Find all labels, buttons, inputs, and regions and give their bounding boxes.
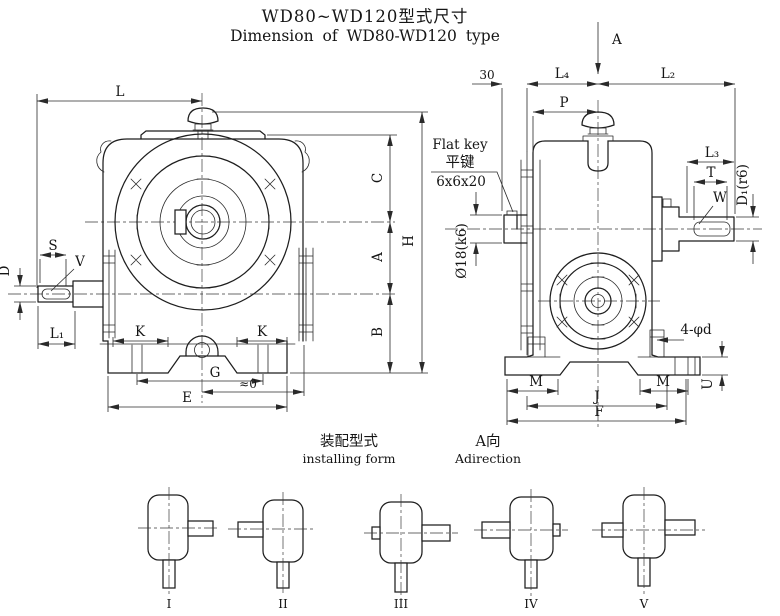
form-5: V xyxy=(592,487,705,611)
form-4-label: IV xyxy=(524,597,538,611)
dim-label-30: 30 xyxy=(479,68,494,82)
flat-key-size: 6x6x20 xyxy=(436,174,486,190)
output-keyway xyxy=(693,221,731,237)
breather-cap-front xyxy=(187,107,219,140)
form-2-label: II xyxy=(278,597,288,611)
dim-label-p: P xyxy=(559,95,568,111)
dim-label-v: V xyxy=(74,254,85,270)
dim-label-w: W xyxy=(713,190,727,206)
caption-view-a-zh: A向 xyxy=(475,433,501,450)
dim-label-c: C xyxy=(370,173,386,183)
installing-forms: I II III IV xyxy=(138,487,705,611)
front-input-shaft xyxy=(37,280,104,308)
front-base xyxy=(99,335,296,374)
dim-label-d1: D₁(r6) xyxy=(735,164,751,206)
input-shaft-dia-dim: Ø18(k6) xyxy=(454,192,502,279)
side-housing xyxy=(520,111,653,356)
form-4: IV xyxy=(474,489,568,611)
dim-label-k-right: K xyxy=(257,324,268,340)
caption-installing-en: installing form xyxy=(303,451,396,466)
title-line-en: Dimension of WD80-WD120 type xyxy=(230,27,500,45)
form-3-label: III xyxy=(394,597,408,611)
front-view: L S V D L₁ K K G ≈0 xyxy=(0,84,428,412)
front-left-cover xyxy=(102,249,116,339)
dim-label-input-dia: Ø18(k6) xyxy=(454,223,470,279)
dim-label-h: H xyxy=(401,235,417,247)
drawing-title: WD80~WD120型式尺寸 Dimension of WD80-WD120 t… xyxy=(230,7,500,45)
view-a-arrow-label: A xyxy=(611,32,622,48)
flat-key-callout: Flat key 平键 6x6x20 xyxy=(431,137,514,213)
dim-label-e: E xyxy=(182,390,192,406)
dim-label-l1: L₁ xyxy=(50,326,64,342)
side-left-flange xyxy=(520,151,534,356)
front-dimensions: L S V D L₁ K K G ≈0 xyxy=(0,84,428,412)
dim-label-4holes: 4-φd xyxy=(680,322,712,338)
form-1-label: I xyxy=(167,597,172,611)
dim-label-approx0: ≈0 xyxy=(239,377,257,391)
foot-bolt-slots-front xyxy=(131,344,269,374)
flat-key-label-zh: 平键 xyxy=(446,154,475,171)
dim-label-m-right: M xyxy=(656,374,670,390)
side-view: A Flat key xyxy=(431,22,762,430)
front-housing xyxy=(96,107,314,342)
machining-marks xyxy=(130,178,276,266)
caption-view-a-en: Adirection xyxy=(454,451,521,466)
front-right-cover xyxy=(298,247,314,342)
left-bolt-boss xyxy=(527,336,546,358)
input-keyway xyxy=(41,288,71,300)
form-3: III xyxy=(364,494,458,611)
dim-label-b: B xyxy=(370,327,386,337)
dim-label-u: U xyxy=(700,378,716,389)
caption-installing-zh: 装配型式 xyxy=(320,433,378,450)
dim-label-t: T xyxy=(706,165,715,181)
dim-label-l3: L₃ xyxy=(705,145,719,161)
side-base xyxy=(504,329,701,376)
dim-label-d: D xyxy=(0,265,13,276)
dim-label-k-left: K xyxy=(135,324,146,340)
right-bolt-boss xyxy=(649,329,665,358)
dim-label-g: G xyxy=(210,365,221,381)
dim-label-j: J xyxy=(592,389,599,405)
dim-label-l: L xyxy=(116,84,125,100)
side-centerlines xyxy=(445,100,762,430)
form-1: I xyxy=(138,487,218,611)
mount-hole-front xyxy=(194,342,210,358)
form-5-label: V xyxy=(639,597,649,611)
dim-label-l4: L₄ xyxy=(555,66,569,82)
flat-key-label-en: Flat key xyxy=(432,137,488,153)
dim-label-m-left: M xyxy=(529,374,543,390)
dim-label-l2: L₂ xyxy=(661,66,675,82)
machining-marks-side xyxy=(556,274,640,328)
side-input-stub xyxy=(503,210,528,244)
bore-keyway xyxy=(174,209,187,235)
section-captions: 装配型式 installing form A向 Adirection xyxy=(303,433,521,466)
view-a-arrow: A xyxy=(595,22,622,75)
side-dimensions: 30 L₄ L₂ P L₃ T W D₁(r6) 4-φd U xyxy=(472,66,759,425)
dim-label-s: S xyxy=(48,238,57,254)
title-line-zh: WD80~WD120型式尺寸 xyxy=(262,7,469,26)
form-2: II xyxy=(228,492,313,611)
dim-label-a: A xyxy=(370,252,386,263)
side-output-shaft xyxy=(651,196,735,262)
dim-label-f: F xyxy=(594,404,603,420)
